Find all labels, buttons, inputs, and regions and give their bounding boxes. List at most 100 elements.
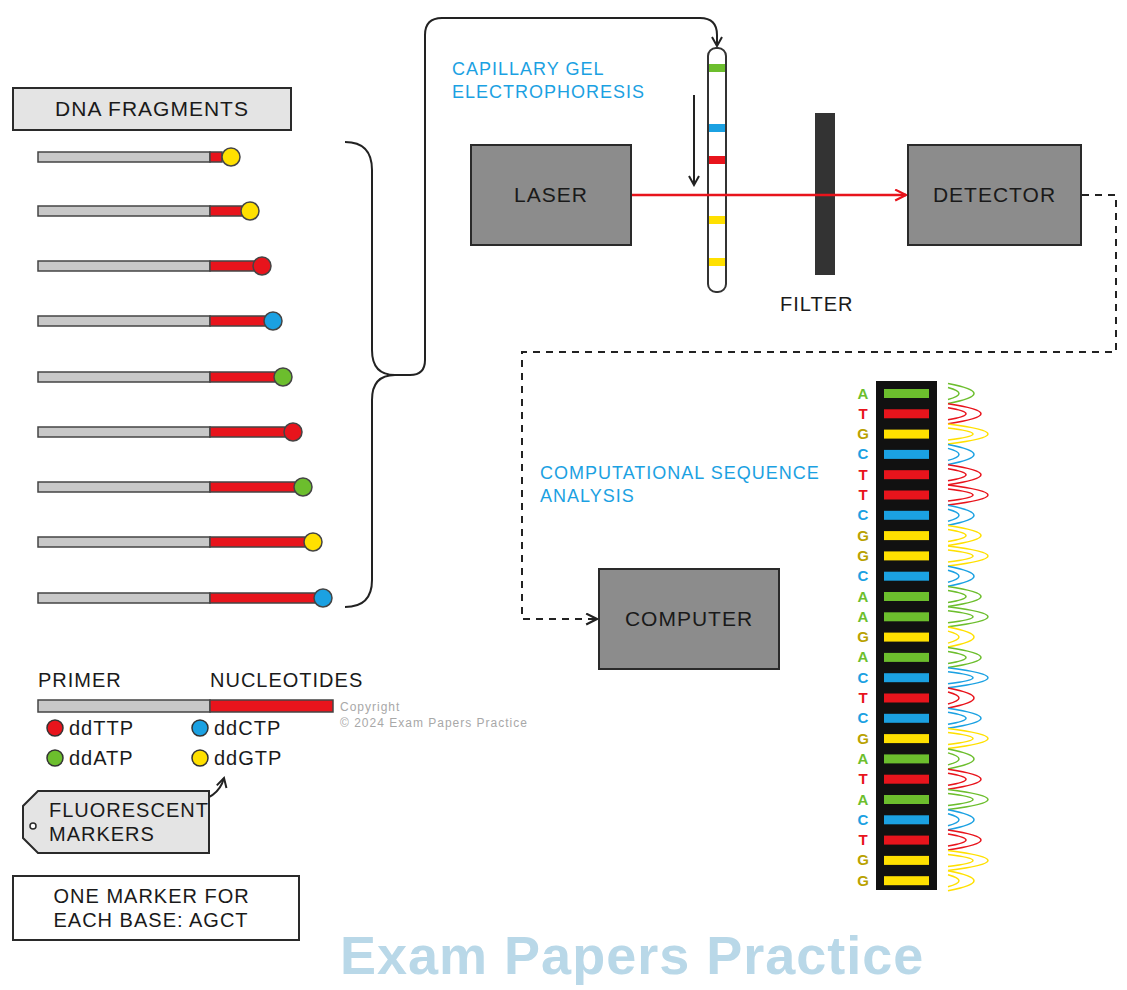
legend-swatch-frame [45, 746, 65, 770]
trace-peak [948, 688, 974, 708]
band [884, 430, 929, 439]
band [884, 876, 929, 885]
legend-swatch [47, 720, 63, 736]
connector [522, 195, 1116, 619]
part-label: FILTER [780, 292, 853, 317]
feed-line [395, 18, 717, 375]
primer-bar [38, 700, 210, 712]
trace-peak [948, 668, 988, 688]
base-letter: T [854, 486, 872, 504]
band [884, 836, 929, 845]
legend-swatch-frame [45, 716, 65, 740]
node-text: FLUORESCENT MARKERS [49, 798, 199, 846]
band [884, 612, 929, 621]
legend-entry: ddGTP [190, 746, 282, 770]
dna-fragments [38, 148, 332, 607]
base-letter: T [854, 466, 872, 484]
trace-peak [948, 749, 974, 769]
sequence-trace [884, 384, 988, 891]
tag-shape: FLUORESCENT MARKERS [22, 790, 210, 854]
band [884, 389, 929, 398]
flow-arrow [693, 95, 695, 185]
part-label: PRIMER [38, 668, 122, 693]
trace-peak [948, 546, 988, 566]
legend-entry: ddCTP [190, 716, 281, 740]
legend-swatch [192, 720, 208, 736]
band [884, 694, 929, 703]
watermark: Exam Papers Practice [340, 922, 924, 990]
sequence-strip [876, 381, 937, 890]
base-letter: G [854, 547, 872, 565]
base-letter: A [854, 648, 872, 666]
band [884, 653, 929, 662]
band [884, 511, 929, 520]
trace-peak [948, 729, 988, 749]
base-letter: G [854, 527, 872, 545]
band [884, 491, 929, 500]
base-letter: C [854, 506, 872, 524]
trace-peak [948, 384, 974, 404]
trace-peak [948, 444, 974, 464]
connector [632, 194, 906, 197]
base-letter: A [854, 791, 872, 809]
trace-peak [948, 790, 988, 810]
title-box: DNA FRAGMENTS [12, 87, 292, 131]
base-letter: C [854, 811, 872, 829]
trace-peak [948, 647, 981, 667]
node-text: DNA FRAGMENTS [55, 96, 249, 121]
trace-peak [948, 404, 981, 424]
trace-peak [948, 587, 981, 607]
base-letter: A [854, 385, 872, 403]
node-text: ONE MARKER FOR EACH BASE: AGCT [54, 884, 259, 932]
band [884, 531, 929, 540]
base-letter: T [854, 689, 872, 707]
band [884, 551, 929, 560]
base-letter: T [854, 770, 872, 788]
legend-swatch [192, 750, 208, 766]
band [884, 775, 929, 784]
nucleotide-bar [210, 700, 333, 712]
band [884, 592, 929, 601]
base-letter: G [854, 872, 872, 890]
base-letter: A [854, 750, 872, 768]
trace-peak [948, 769, 981, 789]
band [884, 754, 929, 763]
base-letter: G [854, 628, 872, 646]
computer-box: COMPUTER [598, 568, 780, 670]
trace-peak [948, 830, 981, 850]
base-letter: T [854, 831, 872, 849]
legend-text: ddATP [69, 747, 134, 770]
base-letter: T [854, 405, 872, 423]
band [884, 714, 929, 723]
base-letter: A [854, 608, 872, 626]
base-letter: G [854, 851, 872, 869]
band [884, 673, 929, 682]
band [884, 815, 929, 824]
node-text: LASER [514, 182, 588, 207]
trace-peak [948, 627, 974, 647]
bracket [345, 142, 395, 607]
base-letter: C [854, 445, 872, 463]
trace-peak [948, 526, 981, 546]
trace-peak [948, 505, 974, 525]
node-text: COMPUTER [625, 606, 753, 631]
trace-peak [948, 607, 988, 627]
note-box: ONE MARKER FOR EACH BASE: AGCT [12, 875, 300, 941]
legend-text: ddTTP [69, 717, 134, 740]
trace-peak [948, 871, 974, 891]
laser-box: LASER [470, 144, 632, 246]
legend-swatch [47, 750, 63, 766]
base-letter: A [854, 588, 872, 606]
legend-swatch-frame [190, 716, 210, 740]
band [884, 470, 929, 479]
trace-peak [948, 566, 974, 586]
trace-peak [948, 465, 981, 485]
node-text: DETECTOR [933, 182, 1056, 207]
band [884, 856, 929, 865]
base-letter: G [854, 425, 872, 443]
legend-text: ddGTP [214, 747, 282, 770]
trace-peak [948, 810, 974, 830]
band [884, 409, 929, 418]
band [884, 795, 929, 804]
legend-entry: ddATP [45, 746, 134, 770]
